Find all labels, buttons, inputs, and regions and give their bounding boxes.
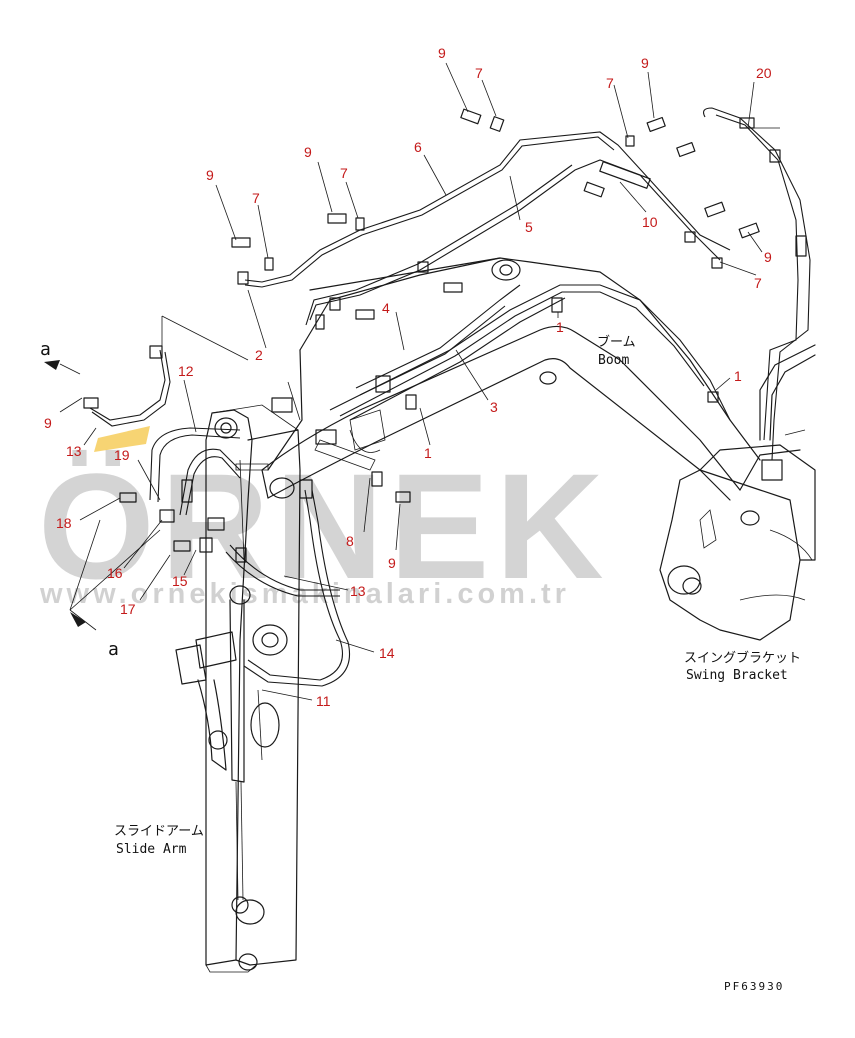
part-number: 7: [606, 75, 614, 91]
watermark-accent-icon: [94, 426, 150, 452]
part-number: 20: [756, 65, 772, 81]
part-number: 7: [340, 165, 348, 181]
part-number: 9: [304, 144, 312, 160]
part-number: 16: [107, 565, 123, 581]
part-number: 9: [438, 45, 446, 61]
view-arrow-icon: [44, 360, 60, 370]
swing-bracket-label-jp: スイングブラケット: [684, 650, 801, 666]
part-number: 19: [114, 447, 130, 463]
part-number: 15: [172, 573, 188, 589]
part-number: 12: [178, 363, 194, 379]
part-number: 2: [255, 347, 263, 363]
watermark-brand: ÖRNEK: [38, 442, 610, 610]
text-labels: ブーム Boom スイングブラケット Swing Bracket スライドアーム…: [40, 334, 801, 993]
view-arrow-icon: [70, 612, 86, 627]
swing-bracket: [659, 344, 816, 641]
slide-arm-label-en: Slide Arm: [116, 842, 187, 857]
part-number: 14: [379, 645, 395, 661]
swing-bracket-label-en: Swing Bracket: [686, 668, 788, 683]
part-number: 4: [382, 300, 390, 316]
part-number: 9: [388, 555, 396, 571]
part-number: 18: [56, 515, 72, 531]
part-number: 13: [350, 583, 366, 599]
part-number: 10: [642, 214, 658, 230]
part-numbers: 9 7 7 9 20 9 7 6 9 7 5 10 9 7 4 1 2 12 3…: [44, 45, 772, 709]
part-number: 17: [120, 601, 136, 617]
leader-lines: [44, 62, 780, 701]
part-number: 8: [346, 533, 354, 549]
part-number: 7: [754, 275, 762, 291]
boom: [261, 257, 761, 501]
drawing-code: PF63930: [724, 980, 784, 993]
part-number: 9: [641, 55, 649, 71]
part-number: 1: [556, 319, 564, 335]
part-number: 11: [316, 693, 331, 709]
part-number: 3: [490, 399, 498, 415]
part-number: 5: [525, 219, 533, 235]
part-number: 7: [252, 190, 260, 206]
part-number: 9: [764, 249, 772, 265]
part-number: 1: [734, 368, 742, 384]
view-a-bottom-label: a: [108, 639, 119, 660]
part-number: 13: [66, 443, 82, 459]
slide-arm: [175, 404, 301, 973]
part-number: 1: [424, 445, 432, 461]
watermark: ÖRNEK www.ornekismakinalari.com.tr: [38, 426, 610, 610]
part-number: 6: [414, 139, 422, 155]
view-a-top-label: a: [40, 339, 51, 360]
slide-arm-label-jp: スライドアーム: [114, 824, 204, 839]
boom-label-en: Boom: [598, 353, 629, 368]
fittings: [83, 108, 807, 563]
part-number: 7: [475, 65, 483, 81]
watermark-url: www.ornekismakinalari.com.tr: [39, 578, 570, 610]
part-number: 9: [44, 415, 52, 431]
boom-label-jp: ブーム: [597, 334, 636, 350]
part-number: 9: [206, 167, 214, 183]
